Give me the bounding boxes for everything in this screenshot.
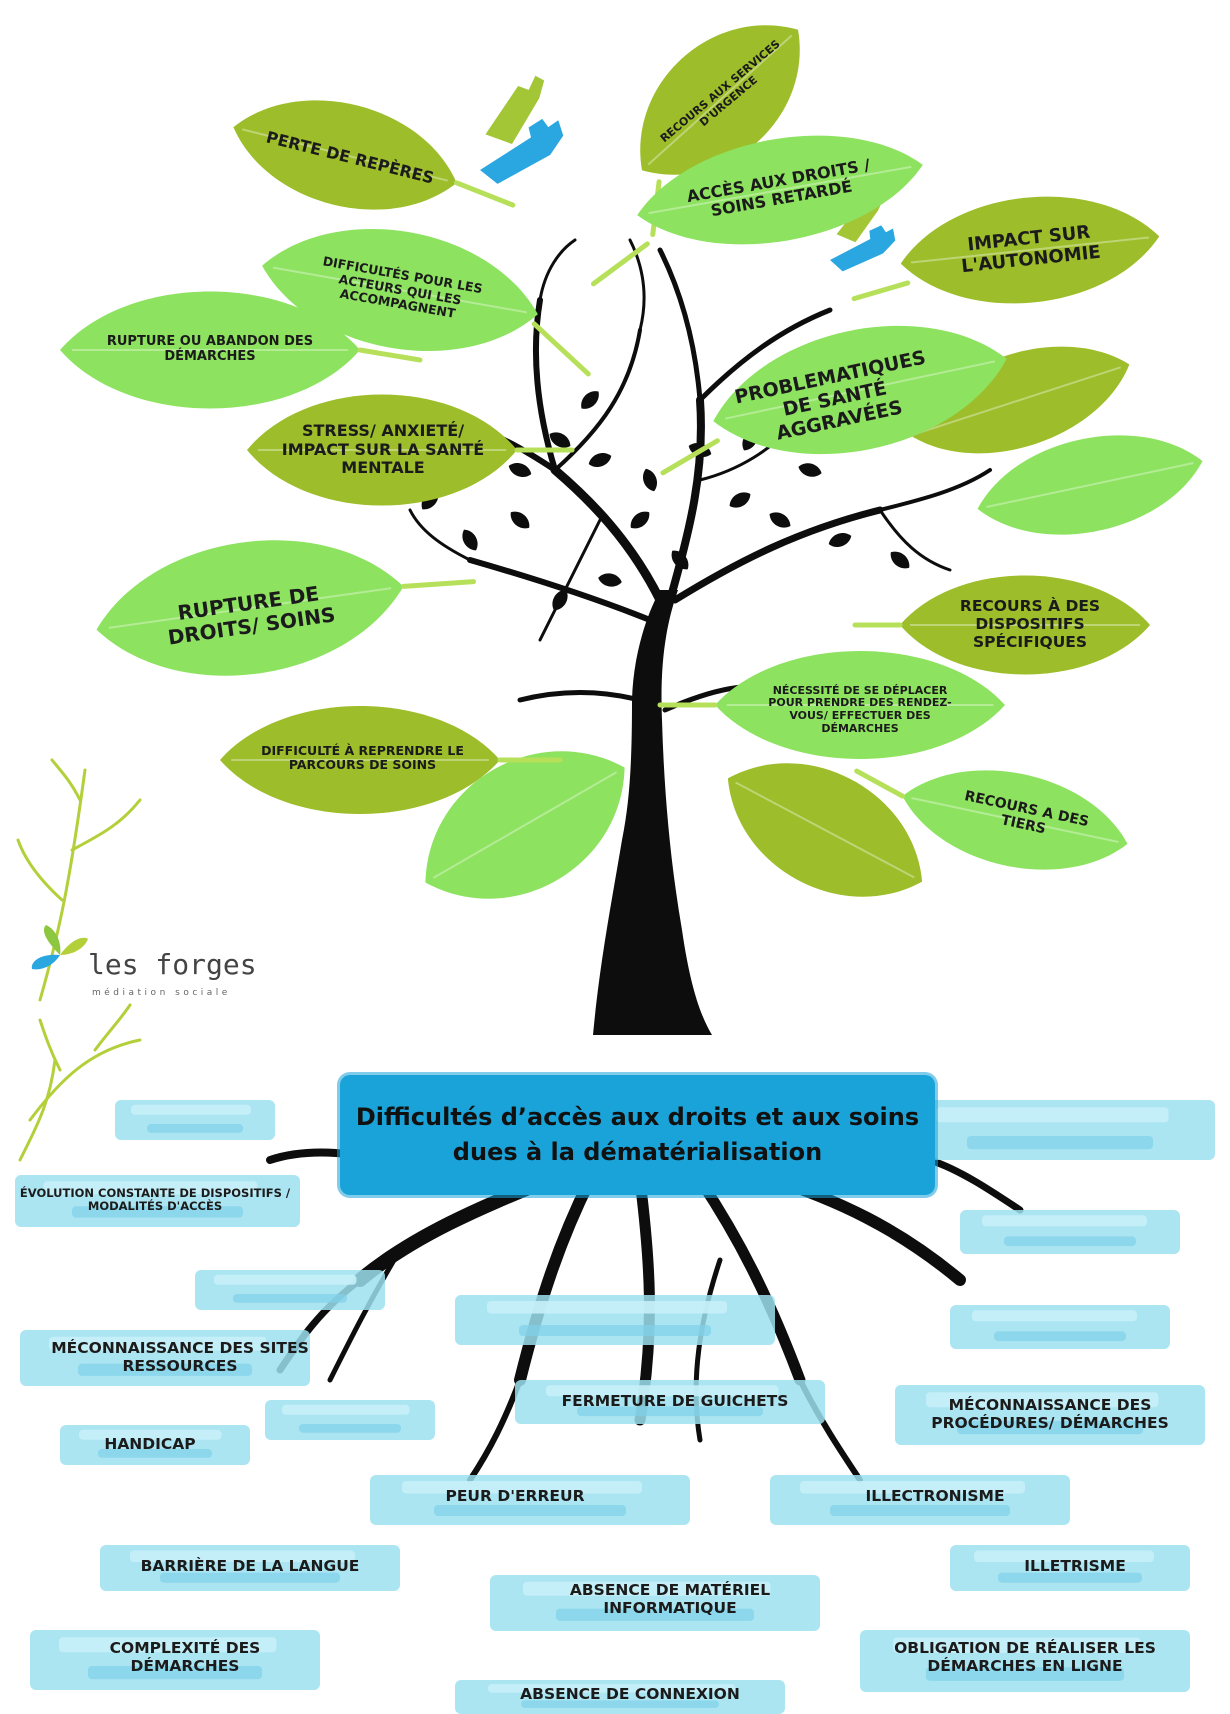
root-brush-stroke: [15, 1175, 300, 1227]
cause-label: OBLIGATION DE RÉALISER LES DÉMARCHES EN …: [894, 1639, 1156, 1675]
logo-name: les forges: [88, 948, 257, 981]
root-brush-stroke: [455, 1680, 785, 1714]
consequence-leaf: [220, 706, 563, 814]
root-brush-stroke: [950, 1305, 1170, 1349]
tree-trunk: [593, 590, 712, 1035]
consequence-leaf: [852, 575, 1150, 675]
consequence-leaf: [251, 208, 591, 377]
logo-leaf-icon: [31, 925, 88, 970]
consequence-label: RECOURS À DES DISPOSITIFS SPÉCIFIQUES: [959, 597, 1101, 651]
small-branch-leaf: [726, 488, 754, 512]
consequence-leaf: [657, 651, 1005, 759]
cause-label: ILLECTRONISME: [865, 1487, 1005, 1506]
root-brush-stroke: [950, 1545, 1190, 1591]
small-branch-leaf: [766, 508, 794, 532]
cause-label: ILLETRISME: [1024, 1557, 1126, 1576]
cause-label: ÉVOLUTION CONSTANTE DE DISPOSITIFS / MOD…: [19, 1185, 291, 1213]
small-branch-leaf: [597, 571, 623, 589]
title-brush: [340, 1075, 935, 1195]
diagram-title-line-2: dues à la dématérialisation: [452, 1138, 823, 1166]
small-branch-leaf: [826, 529, 854, 551]
root-brush-stroke: [20, 1330, 310, 1386]
root-brush-stroke: [905, 1100, 1215, 1160]
root-brush-stroke: [195, 1270, 385, 1310]
cause-label: PEUR D'ERREUR: [445, 1487, 585, 1506]
small-branch-leaf: [506, 459, 534, 481]
diagram-title-line-1: Difficultés d’accès aux droits et aux so…: [355, 1103, 920, 1132]
consequence-leaf: [854, 750, 1138, 890]
root-brush-stroke: [115, 1100, 275, 1140]
cause-label: HANDICAP: [104, 1435, 196, 1454]
root-brush-stroke: [100, 1545, 400, 1591]
consequence-label: NÉCESSITÉ DE SE DÉPLACER POUR PRENDRE DE…: [768, 683, 952, 735]
consequence-leaf: [221, 77, 516, 233]
cause-label: FERMETURE DE GUICHETS: [561, 1392, 789, 1411]
root-brush-stroke: [455, 1295, 775, 1345]
consequence-label: RUPTURE OU ABANDON DES DÉMARCHES: [106, 334, 314, 364]
diagram-title: Difficultés d’accès aux droits et aux so…: [340, 1080, 935, 1190]
root-brush-stroke: [30, 1630, 320, 1690]
cause-label: ABSENCE DE MATÉRIEL INFORMATIQUE: [569, 1581, 771, 1617]
small-branch-leaf: [506, 507, 534, 533]
root-brush-stroke: [960, 1210, 1180, 1254]
root-brush-stroke: [515, 1380, 825, 1424]
small-branch-leaf: [576, 386, 604, 414]
root-brush-stroke: [370, 1475, 690, 1525]
cause-label: BARRIÈRE DE LA LANGUE: [140, 1557, 360, 1576]
root-brush-stroke: [860, 1630, 1190, 1692]
decorative-leaf: [967, 415, 1213, 555]
small-branch-leaf: [796, 460, 824, 480]
small-branch-leaf: [626, 507, 654, 533]
hand-icon: [480, 75, 564, 184]
root-brush-stroke: [490, 1575, 820, 1631]
consequence-label: STRESS/ ANXIETÉ/ IMPACT SUR LA SANTÉ MEN…: [281, 421, 485, 478]
consequence-leaf: [851, 184, 1165, 316]
logo-tagline: médiation sociale: [92, 988, 231, 998]
cause-label: MÉCONNAISSANCE DES PROCÉDURES/ DÉMARCHES: [931, 1396, 1169, 1432]
cause-label: MÉCONNAISSANCE DES SITES RESSOURCES: [51, 1339, 309, 1375]
decorative-leaf: [701, 728, 949, 932]
cause-label: ABSENCE DE CONNEXION: [520, 1685, 740, 1704]
cause-label: COMPLEXITÉ DES DÉMARCHES: [109, 1639, 261, 1675]
consequence-label: DIFFICULTÉ À REPRENDRE LE PARCOURS DE SO…: [261, 742, 464, 772]
small-branch-leaf: [458, 526, 482, 554]
root-brush-stroke: [60, 1425, 250, 1465]
consequence-leaf: [247, 394, 575, 506]
root-brush-stroke: [895, 1385, 1205, 1445]
consequence-leaf: [590, 114, 932, 287]
decorative-leaf: [393, 712, 657, 938]
decorative-sprig-icon: [16, 758, 142, 1162]
small-branch-leaf: [639, 466, 661, 494]
consequence-leaf: [60, 291, 423, 409]
small-branch-leaf: [886, 547, 914, 573]
small-branch-leaf: [586, 449, 614, 471]
consequence-leaf: [660, 300, 1020, 480]
root-brush-stroke: [770, 1475, 1070, 1525]
consequence-leaf: [87, 521, 477, 695]
root-brush-stroke: [265, 1400, 435, 1440]
decorative-leaf: [896, 320, 1144, 480]
